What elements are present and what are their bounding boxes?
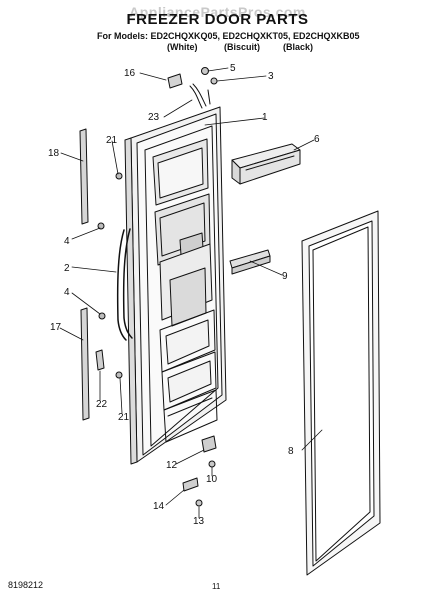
callout-16: 16 [124, 68, 136, 79]
callout-4-upper: 4 [64, 236, 70, 247]
hinge-part [95, 349, 105, 371]
callout-6: 6 [314, 134, 320, 145]
callout-1: 1 [262, 112, 268, 123]
screw-parts [97, 172, 123, 379]
callout-5: 5 [230, 63, 236, 74]
leader-lines [59, 67, 323, 519]
callout-2: 2 [64, 263, 70, 274]
bottom-hinge-assembly [182, 435, 217, 507]
dispenser-trim-part [229, 249, 271, 275]
watermark-text: AppliancePartsPros.com [129, 4, 306, 20]
color-label-black: (Black) [283, 42, 314, 52]
model-numbers: For Models: ED2CHQXKQ05, ED2CHQXKT05, ED… [97, 31, 360, 41]
trim-strip-upper-part [79, 128, 89, 225]
callout-17: 17 [50, 322, 62, 333]
door-gasket-part [301, 210, 381, 576]
document-number: 8198212 [8, 580, 44, 590]
callout-23: 23 [148, 112, 160, 123]
callout-numbers: 16 5 3 23 1 6 21 18 4 2 9 4 17 22 21 8 1… [48, 63, 320, 527]
callout-4-lower: 4 [64, 287, 70, 298]
color-label-white: (White) [167, 42, 198, 52]
trim-strip-lower-part [80, 307, 90, 421]
callout-22: 22 [96, 399, 108, 410]
callout-12: 12 [166, 460, 178, 471]
page-title: FREEZER DOOR PARTS [126, 11, 309, 28]
callout-21-upper: 21 [106, 135, 118, 146]
door-handle-part [116, 228, 133, 341]
callout-18: 18 [48, 148, 60, 159]
top-hinge-assembly [167, 67, 218, 109]
callout-8: 8 [288, 446, 294, 457]
callout-13: 13 [193, 516, 205, 527]
callout-21-lower: 21 [118, 412, 130, 423]
callout-9: 9 [282, 271, 288, 282]
color-label-biscuit: (Biscuit) [224, 42, 260, 52]
page-number: 11 [212, 582, 221, 591]
door-shelf-part [231, 143, 301, 185]
callout-3: 3 [268, 71, 274, 82]
door-panel-part [124, 106, 227, 465]
callout-14: 14 [153, 501, 165, 512]
callout-10: 10 [206, 474, 218, 485]
